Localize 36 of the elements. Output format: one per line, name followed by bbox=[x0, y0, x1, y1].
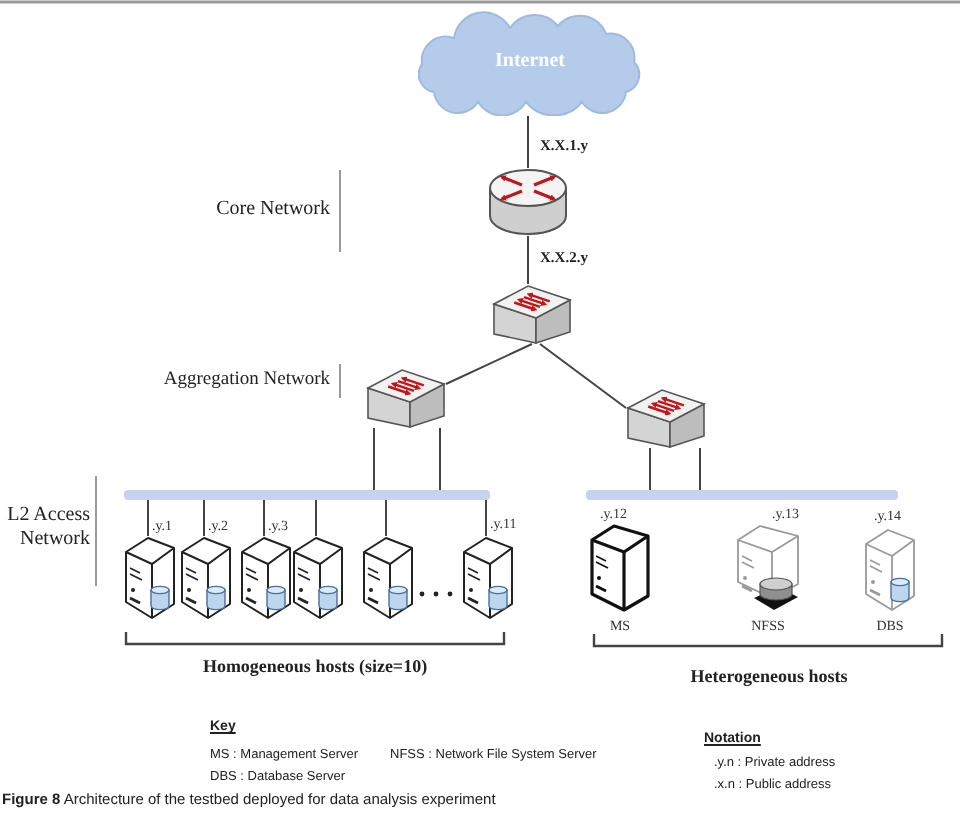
connection-line bbox=[527, 115, 529, 169]
server-icon bbox=[462, 536, 514, 620]
connection-line bbox=[439, 427, 441, 491]
layer-label: Core Network bbox=[214, 198, 330, 221]
switch-icon bbox=[492, 284, 572, 344]
server-icon bbox=[362, 536, 414, 620]
connection-line bbox=[445, 343, 533, 385]
router-icon bbox=[488, 168, 568, 236]
server-icon bbox=[590, 524, 650, 612]
server-icon bbox=[180, 536, 232, 620]
group-label: Homogeneous hosts (size=10) bbox=[200, 656, 430, 677]
group-label: Heterogeneous hosts bbox=[688, 666, 850, 687]
connection-line bbox=[699, 447, 701, 491]
server-icon bbox=[292, 536, 344, 620]
connection-line bbox=[539, 343, 627, 409]
server-with-disk-icon bbox=[736, 524, 800, 612]
connection-line bbox=[527, 235, 529, 285]
connection-line bbox=[315, 499, 317, 537]
cloud-label: Internet bbox=[493, 50, 567, 73]
network-bus-bar bbox=[124, 490, 490, 500]
switch-icon bbox=[626, 388, 706, 448]
network-bus-bar bbox=[586, 490, 898, 500]
cloud bbox=[418, 10, 642, 116]
server-with-database-icon bbox=[864, 528, 916, 612]
connection-line bbox=[263, 499, 265, 537]
layer-label: L2 Access Network bbox=[5, 504, 90, 550]
server-icon bbox=[240, 536, 292, 620]
connection-line bbox=[147, 499, 149, 537]
connection-line bbox=[385, 499, 387, 537]
server-icon bbox=[124, 536, 176, 620]
layer-label: Aggregation Network bbox=[161, 370, 330, 392]
connection-line bbox=[373, 427, 375, 491]
connection-line bbox=[485, 499, 487, 537]
connection-line bbox=[203, 499, 205, 537]
switch-icon bbox=[366, 368, 446, 428]
connection-line bbox=[649, 447, 651, 491]
